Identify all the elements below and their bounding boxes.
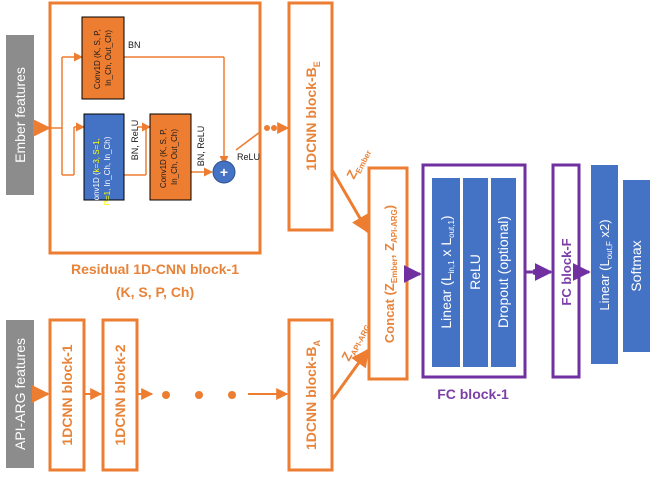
concat-z2-sub: API-ARG: [390, 209, 399, 243]
cnn-block-be: 1DCNN block-BE: [287, 1, 334, 232]
residual-wiring: [50, 52, 261, 177]
api-dot-2: [195, 391, 203, 399]
cnn-block-1-label: 1DCNN block-1: [59, 344, 75, 445]
fc-block-1-caption: FC block-1: [437, 386, 509, 402]
api-dot-1: [162, 391, 170, 399]
softmax-label: Softmax: [628, 240, 644, 291]
api-arg-features-label: API-ARG features: [12, 338, 28, 450]
arrow-zapiarg: [330, 348, 370, 401]
fc1-relu-label: ReLU: [467, 254, 483, 290]
svg-text:1DCNN block-BA: 1DCNN block-BA: [303, 340, 322, 450]
svg-text:1DCNN block-BE: 1DCNN block-BE: [303, 61, 322, 170]
fc1-dropout-label: Dropout (optional): [495, 216, 511, 328]
first-bn-relu-label: BN, ReLU: [130, 120, 140, 161]
first-conv-line2a: P=1,: [103, 189, 112, 206]
concat-prefix: Concat (: [382, 290, 397, 343]
first-conv-line1b: k=3, S=1,: [92, 138, 101, 172]
second-conv-line2: In_Ch, Out_Ch): [170, 129, 179, 185]
svg-text:Linear (Lin,1 x Lout,1): Linear (Lin,1 x Lout,1): [438, 215, 456, 328]
z-apiarg-label: ZAPI-ARG: [338, 319, 372, 364]
shortcut-bn-label: BN: [128, 40, 141, 50]
api-arg-features-input: API-ARG features: [6, 320, 34, 468]
concat-sep: ,: [382, 251, 397, 258]
fc1-dropout: Dropout (optional): [491, 178, 516, 367]
fc-dot-1: [532, 269, 538, 275]
concat-suffix: ): [382, 205, 397, 209]
cnn-block-ba: 1DCNN block-BA: [287, 318, 334, 472]
shortcut-conv-box: Conv1D (K, S, P, In_Ch, Out_Ch): [81, 16, 125, 100]
svg-text:Concat (ZEmber, ZAPI-ARG): Concat (ZEmber, ZAPI-ARG): [382, 205, 399, 343]
residual-add-node: +: [212, 160, 236, 184]
cnn-block-2: 1DCNN block-2: [101, 318, 139, 472]
second-conv-line1: Conv1D (K, S, P,: [159, 128, 168, 188]
concat-z1: Z: [382, 283, 397, 291]
cnn-block-be-label: 1DCNN block-B: [303, 67, 319, 170]
plus-icon: +: [220, 164, 228, 180]
cnn-block-1: 1DCNN block-1: [48, 318, 86, 472]
arrow-zember: [330, 169, 370, 234]
residual-relu-label: ReLU: [237, 152, 260, 162]
svg-text:Conv1D (K, S, P, In_Ch,: Conv1D (K, S, P, In_Ch, Out_Ch): [159, 126, 179, 188]
fc-dot-2: [538, 269, 544, 275]
cnn-block-ba-sub: A: [312, 340, 322, 347]
first-conv-box: Conv1D (k=3, S=1, P=1, In_Ch, In_Ch): [83, 113, 125, 206]
svg-text:Conv1D (k=3, S=1, P=1, I: Conv1D (k=3, S=1, P=1, In_Ch, In_Ch): [92, 136, 112, 206]
output-softmax: Softmax: [623, 180, 650, 352]
output-linear: Linear (Lout,F x2): [591, 165, 618, 364]
api-dot-3: [228, 391, 236, 399]
svg-text:Linear (Lout,F x2): Linear (Lout,F x2): [597, 219, 614, 310]
ember-dot-1: [264, 125, 270, 131]
first-conv-line1a: Conv1D (: [92, 172, 101, 206]
concat-block: Concat (ZEmber, ZAPI-ARG): [367, 166, 409, 381]
fc-block-f-label: FC block-F: [559, 238, 574, 305]
cnn-block-2-label: 1DCNN block-2: [112, 344, 128, 445]
residual-caption-line2: (K, S, P, Ch): [116, 284, 194, 300]
fc1-relu: ReLU: [463, 178, 488, 367]
shortcut-conv-line2: In_Ch, Out_Ch): [104, 30, 113, 86]
fc1-linear: Linear (Lin,1 x Lout,1): [432, 178, 460, 367]
second-bn-relu-label: BN, ReLU: [196, 126, 206, 167]
ember-dot-2: [271, 125, 277, 131]
ember-features-label: Ember features: [12, 67, 28, 163]
fc-block-f: FC block-F: [551, 163, 581, 379]
residual-caption-line1: Residual 1D-CNN block-1: [71, 261, 239, 277]
cnn-block-ba-label: 1DCNN block-B: [303, 347, 319, 450]
concat-z2: Z: [382, 243, 397, 251]
shortcut-conv-line1: Conv1D (K, S, P,: [93, 29, 102, 89]
concat-z1-sub: Ember: [390, 258, 399, 283]
first-conv-line2b: In_Ch, In_Ch): [103, 136, 112, 188]
ember-features-input: Ember features: [6, 35, 34, 195]
cnn-block-be-sub: E: [312, 61, 322, 67]
svg-text:Conv1D (K, S, P, In_Ch,: Conv1D (K, S, P, In_Ch, Out_Ch): [93, 27, 113, 89]
second-conv-box: Conv1D (K, S, P, In_Ch, Out_Ch): [149, 113, 192, 201]
